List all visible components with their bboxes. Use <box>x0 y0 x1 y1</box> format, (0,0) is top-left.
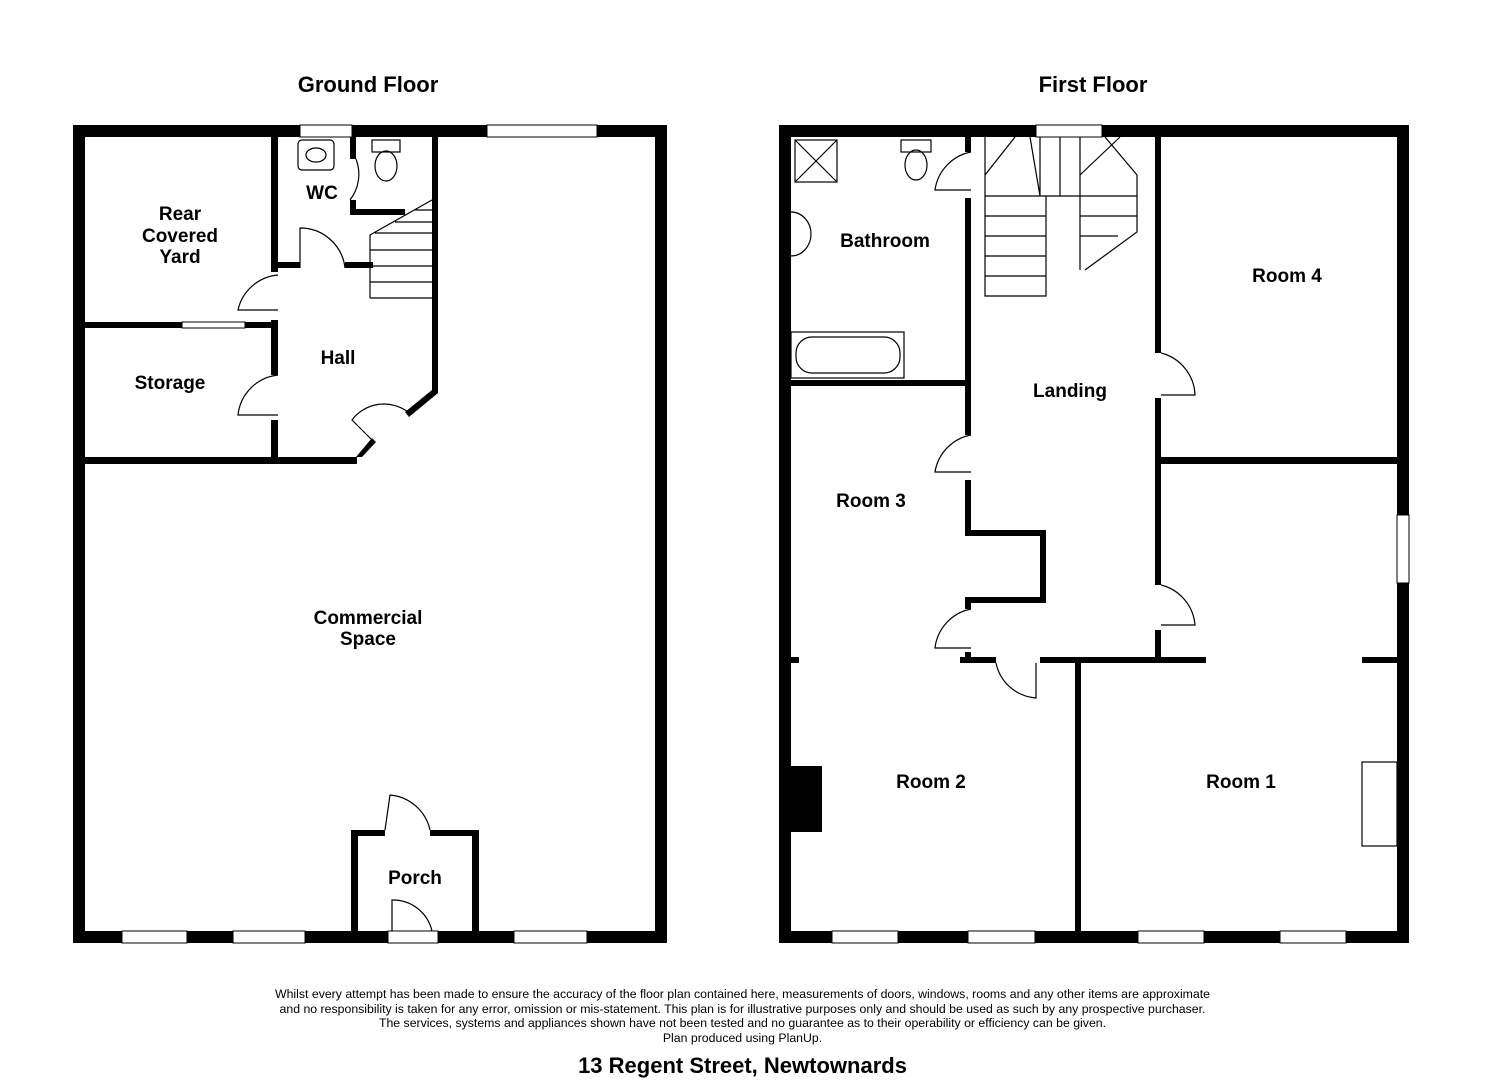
shower-icon <box>794 139 838 183</box>
door <box>384 794 431 831</box>
room-label-bathroom: Bathroom <box>840 231 930 252</box>
door <box>351 403 409 441</box>
window <box>299 124 353 138</box>
room-label-porch: Porch <box>388 868 442 889</box>
room-label-storage: Storage <box>135 373 206 394</box>
toilet-icon <box>900 139 932 153</box>
door <box>1160 584 1196 626</box>
door <box>391 899 433 932</box>
room-label-room-4: Room 4 <box>1252 266 1322 287</box>
window <box>486 124 598 138</box>
window <box>513 930 588 944</box>
stairs <box>369 199 433 299</box>
door <box>349 158 360 201</box>
ground-floor-title: Ground Floor <box>298 72 439 97</box>
ground-floor-plan: Ground Floor <box>73 72 667 944</box>
room-label-hall: Hall <box>321 348 356 369</box>
room-label-rear-yard: Covered <box>142 226 218 247</box>
fireplace <box>791 766 822 832</box>
disclaimer-text: Whilst every attempt has been made to en… <box>274 987 1211 1031</box>
first-floor-title: First Floor <box>1039 72 1148 97</box>
door <box>237 374 279 416</box>
disclaimer: Whilst every attempt has been made to en… <box>270 987 1215 1045</box>
door <box>299 227 346 269</box>
room-label-wc: WC <box>306 183 338 204</box>
property-address: 13 Regent Street, Newtownards <box>578 1053 907 1078</box>
toilet-icon <box>371 139 401 153</box>
first-floor-plan: First Floor <box>779 72 1410 944</box>
window <box>967 930 1036 944</box>
room-label-room-3: Room 3 <box>836 491 906 512</box>
stairs <box>984 136 1138 297</box>
window <box>1396 514 1410 584</box>
bath-icon <box>790 331 905 379</box>
window <box>232 930 306 944</box>
sink-icon <box>297 139 335 171</box>
window <box>387 930 439 944</box>
room-label-rear-yard: Rear <box>159 204 202 225</box>
window <box>1279 930 1347 944</box>
window <box>1137 930 1205 944</box>
door <box>934 151 972 191</box>
room-label-commercial-space: Space <box>340 629 396 650</box>
room-label-room-1: Room 1 <box>1206 772 1276 793</box>
chimney-breast <box>1361 761 1398 847</box>
door <box>934 434 972 473</box>
door <box>995 662 1037 699</box>
room-label-commercial-space: Commercial <box>314 608 423 629</box>
door <box>1160 352 1196 396</box>
room-label-room-2: Room 2 <box>896 772 966 793</box>
window <box>121 930 188 944</box>
window <box>1035 124 1103 138</box>
door <box>934 608 972 649</box>
door <box>237 274 279 311</box>
produced-by: Plan produced using PlanUp. <box>662 1030 823 1045</box>
room-label-landing: Landing <box>1033 381 1107 402</box>
room-label-rear-yard: Yard <box>159 247 200 268</box>
window <box>831 930 899 944</box>
sink-icon <box>790 211 812 257</box>
